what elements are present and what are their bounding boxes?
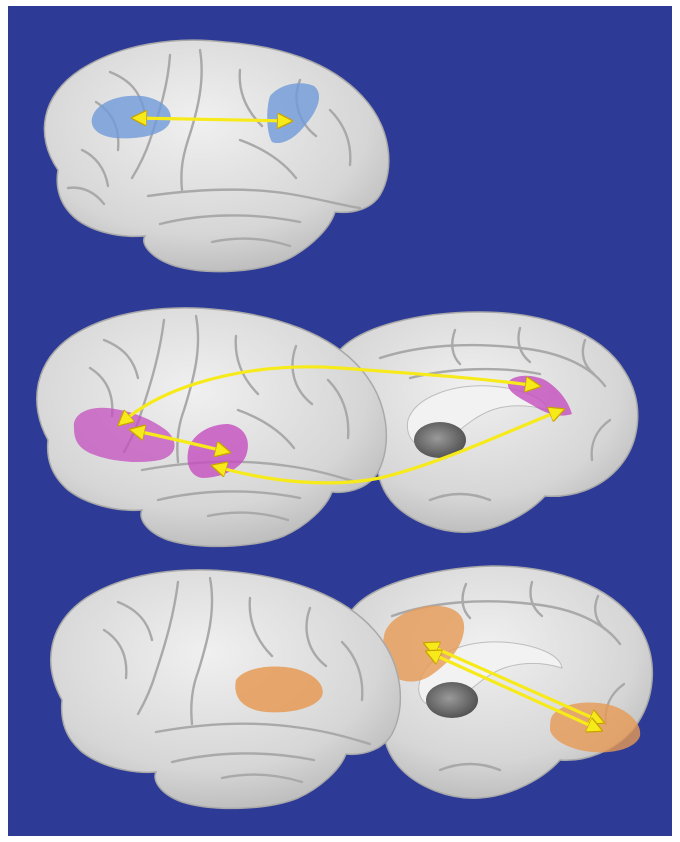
thalamus xyxy=(426,682,478,718)
